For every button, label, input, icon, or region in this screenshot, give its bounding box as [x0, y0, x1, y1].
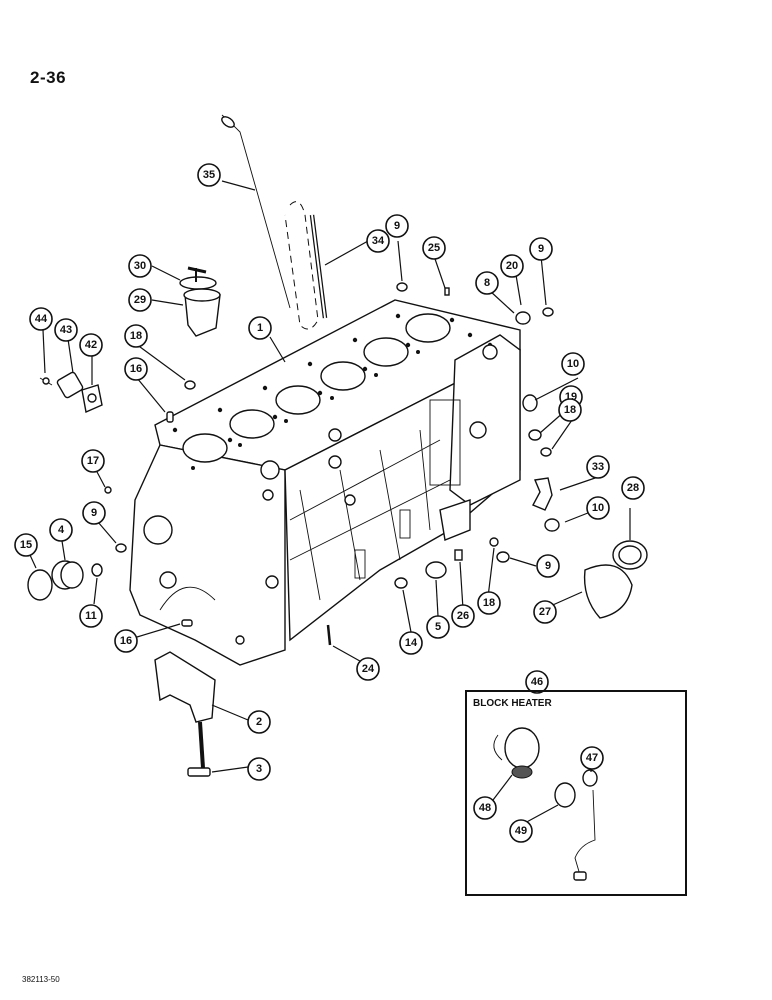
svg-text:18: 18	[564, 404, 576, 416]
callout-9-topright: 9	[529, 237, 553, 261]
callout-18-left: 18	[124, 324, 148, 348]
callout-26: 26	[451, 604, 475, 628]
svg-text:8: 8	[484, 277, 490, 289]
svg-text:30: 30	[134, 260, 146, 272]
svg-text:33: 33	[592, 461, 604, 473]
svg-text:27: 27	[539, 606, 551, 618]
callout-9-mid: 9	[536, 554, 560, 578]
callout-16-top: 16	[124, 357, 148, 381]
callout-25: 25	[422, 236, 446, 260]
callout-18-right: 18	[558, 398, 582, 422]
callout-28: 28	[621, 476, 645, 500]
callout-49: 49	[509, 819, 533, 843]
callout-9-top: 9	[385, 214, 409, 238]
svg-text:5: 5	[435, 621, 441, 633]
svg-text:34: 34	[372, 235, 385, 247]
callout-29: 29	[128, 288, 152, 312]
svg-text:18: 18	[483, 597, 495, 609]
callout-10-mid: 10	[586, 496, 610, 520]
svg-text:16: 16	[120, 635, 132, 647]
svg-text:48: 48	[479, 802, 491, 814]
inset-title: BLOCK HEATER	[473, 698, 552, 709]
svg-text:3: 3	[256, 763, 262, 775]
svg-text:14: 14	[405, 637, 418, 649]
svg-text:18: 18	[130, 330, 142, 342]
svg-text:44: 44	[35, 313, 48, 325]
parts	[27, 114, 648, 777]
callout-16-bottom: 16	[114, 629, 138, 653]
callout-10-top: 10	[561, 352, 585, 376]
svg-text:17: 17	[87, 455, 99, 467]
document-code: 382113-50	[22, 975, 60, 984]
svg-text:9: 9	[394, 220, 400, 232]
callout-14: 14	[399, 631, 423, 655]
svg-text:49: 49	[515, 825, 527, 837]
callout-27: 27	[533, 600, 557, 624]
svg-text:1: 1	[257, 322, 263, 334]
svg-text:46: 46	[531, 676, 543, 688]
callout-24: 24	[356, 657, 380, 681]
callout-3: 3	[247, 757, 271, 781]
callout-20: 20	[500, 254, 524, 278]
callout-8: 8	[475, 271, 499, 295]
engine-block	[129, 299, 521, 666]
callout-17: 17	[81, 449, 105, 473]
svg-text:35: 35	[203, 169, 215, 181]
callout-18-bottom: 18	[477, 591, 501, 615]
svg-text:25: 25	[428, 242, 440, 254]
block-heater-inset: BLOCK HEATER	[465, 690, 687, 896]
svg-text:47: 47	[586, 752, 598, 764]
callout-46: 46	[525, 670, 549, 694]
svg-text:16: 16	[130, 363, 142, 375]
svg-text:9: 9	[91, 507, 97, 519]
svg-text:42: 42	[85, 339, 97, 351]
callout-2: 2	[247, 710, 271, 734]
svg-text:9: 9	[538, 243, 544, 255]
callout-44: 44	[29, 307, 53, 331]
callout-48: 48	[473, 796, 497, 820]
svg-text:11: 11	[85, 610, 97, 622]
callout-43: 43	[54, 318, 78, 342]
callout-42: 42	[79, 333, 103, 357]
callout-15: 15	[14, 533, 38, 557]
svg-text:9: 9	[545, 560, 551, 572]
svg-text:10: 10	[567, 358, 579, 370]
callout-5: 5	[426, 615, 450, 639]
svg-text:15: 15	[20, 539, 32, 551]
callout-33: 33	[586, 455, 610, 479]
svg-text:26: 26	[457, 610, 469, 622]
callout-9-left: 9	[82, 501, 106, 525]
svg-text:10: 10	[592, 502, 604, 514]
callout-35: 35	[197, 163, 221, 187]
svg-text:4: 4	[58, 524, 65, 536]
svg-text:20: 20	[506, 260, 518, 272]
svg-text:2: 2	[256, 716, 262, 728]
callout-11: 11	[79, 604, 103, 628]
page-number: 2-36	[30, 68, 67, 87]
callout-34: 34	[366, 229, 390, 253]
block-heater-parts: 46 48 49 47	[473, 670, 604, 881]
callout-30: 30	[128, 254, 152, 278]
callout-4: 4	[49, 518, 73, 542]
svg-text:29: 29	[134, 294, 146, 306]
callout-1: 1	[248, 316, 272, 340]
callout-47: 47	[580, 746, 604, 770]
svg-text:28: 28	[627, 482, 639, 494]
svg-text:24: 24	[362, 663, 375, 675]
svg-text:43: 43	[60, 324, 72, 336]
